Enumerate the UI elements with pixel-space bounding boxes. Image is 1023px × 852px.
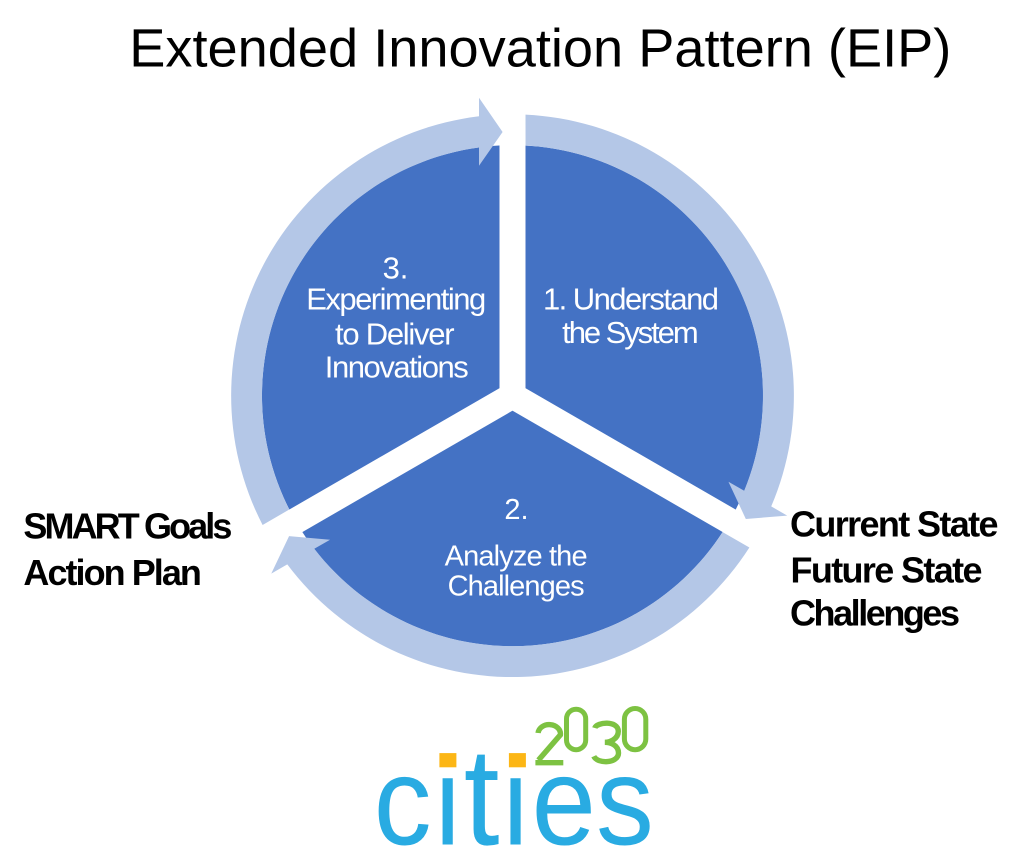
svg-text:the System: the System bbox=[562, 315, 699, 350]
svg-text:Future State: Future State bbox=[791, 549, 983, 590]
svg-text:to Deliver: to Deliver bbox=[335, 317, 455, 352]
svg-text:Innovations: Innovations bbox=[325, 349, 469, 384]
svg-text:Analyze the: Analyze the bbox=[445, 541, 588, 573]
svg-text:1. Understand: 1. Understand bbox=[543, 282, 719, 317]
svg-text:2.: 2. bbox=[504, 494, 528, 526]
svg-text:Current State: Current State bbox=[790, 504, 999, 545]
svg-text:3.: 3. bbox=[383, 251, 409, 286]
svg-text:SMART Goals: SMART Goals bbox=[23, 506, 232, 547]
svg-text:Challenges: Challenges bbox=[790, 593, 960, 634]
svg-text:Action Plan: Action Plan bbox=[23, 552, 202, 593]
svg-text:Extended Innovation Pattern (E: Extended Innovation Pattern (EIP) bbox=[129, 18, 951, 78]
svg-text:Challenges: Challenges bbox=[448, 571, 585, 603]
svg-text:Experimenting: Experimenting bbox=[306, 282, 486, 317]
